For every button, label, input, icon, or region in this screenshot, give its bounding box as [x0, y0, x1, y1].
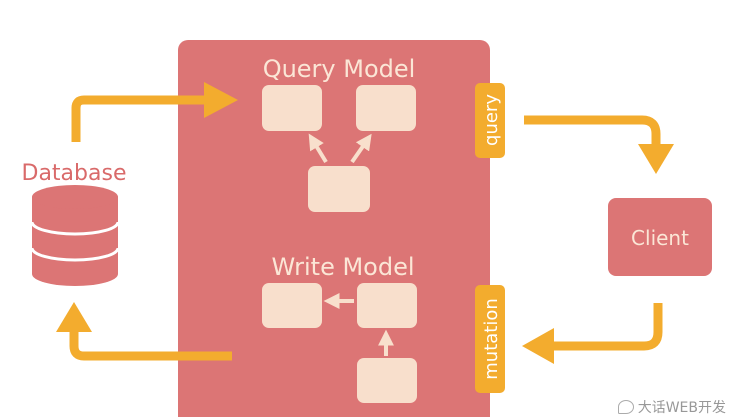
database-icon: [30, 185, 120, 286]
arrow-write-to-db: [56, 302, 232, 361]
client-label: Client: [631, 226, 689, 250]
write-box-right: [357, 283, 417, 328]
write-box-left: [262, 283, 322, 328]
wechat-icon: [617, 400, 634, 414]
query-model-title: Query Model: [263, 55, 416, 83]
watermark-text: 大话WEB开发: [637, 400, 726, 416]
arrow-client-to-mutation: [522, 303, 663, 364]
mutation-tag: [475, 285, 505, 393]
write-box-bottom: [357, 358, 417, 403]
query-arrow-right: [350, 133, 372, 164]
database-label: Database: [22, 161, 127, 186]
client-box: [608, 198, 712, 276]
watermark: 大话WEB开发: [617, 397, 726, 417]
query-tag: [475, 83, 505, 158]
write-model-title: Write Model: [271, 253, 414, 281]
arrow-db-to-query: [71, 82, 238, 142]
query-tag-label: query: [481, 94, 502, 146]
query-box-bottom: [308, 166, 370, 212]
query-arrow-left: [308, 133, 328, 164]
arrow-query-to-client: [524, 115, 674, 174]
query-box-left: [262, 85, 322, 131]
query-box-right: [356, 85, 416, 131]
mutation-tag-label: mutation: [481, 298, 502, 380]
